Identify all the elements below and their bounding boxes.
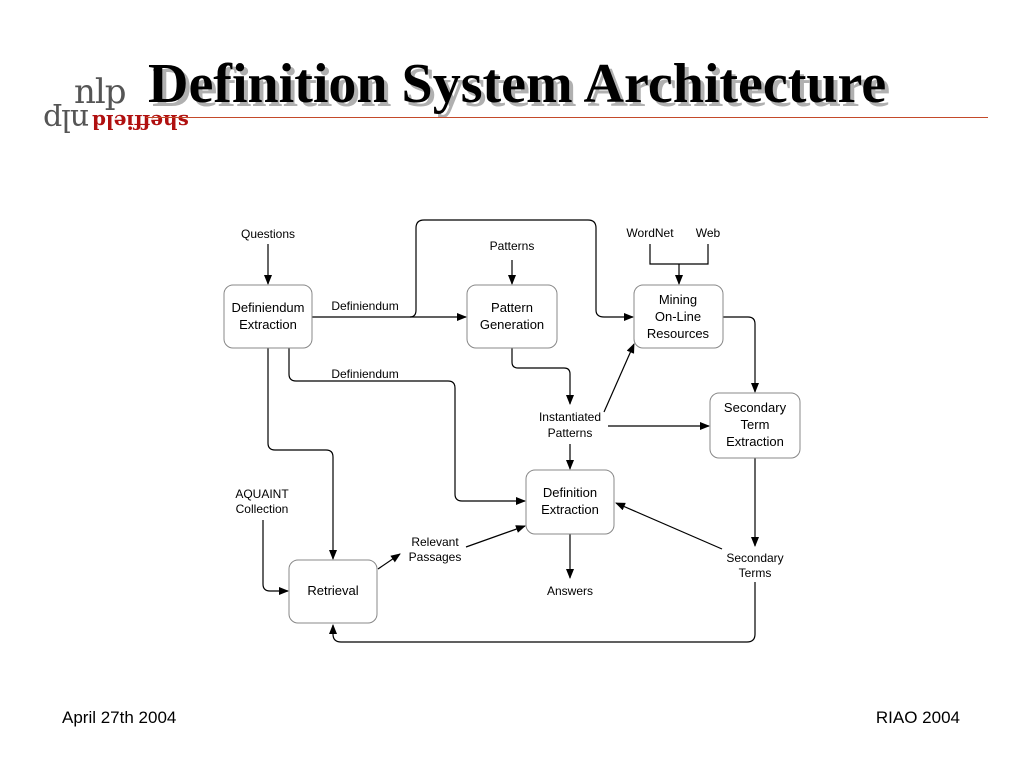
nlp-sheffield-logo: nlp nlp sheffield <box>44 72 214 144</box>
label-instantiated-line1: Instantiated <box>539 410 601 424</box>
label-instantiated-line2: Patterns <box>548 426 593 440</box>
secondary-term-extraction-line1: Secondary <box>724 400 787 415</box>
box-definition-extraction <box>525 469 615 535</box>
label-aquaint: AQUAINT <box>235 487 289 501</box>
label-terms: Terms <box>739 566 772 580</box>
definition-extraction-line1: Definition <box>543 485 597 500</box>
logo-nlp-text: nlp <box>74 72 127 112</box>
arrow-collection-to-retrieval <box>262 520 289 595</box>
label-relevant: Relevant <box>411 535 459 549</box>
title-underline <box>146 117 988 118</box>
definiendum-extraction-line2: Extraction <box>239 317 297 332</box>
label-answers: Answers <box>547 584 593 598</box>
label-passages: Passages <box>409 550 462 564</box>
label-definiendum-lower: Definiendum <box>331 367 398 381</box>
mining-line2: On-Line <box>655 309 701 324</box>
footer-date: April 27th 2004 <box>62 708 177 727</box>
pattern-generation-line1: Pattern <box>491 300 533 315</box>
mining-line1: Mining <box>659 292 697 307</box>
arrow-secondary-terms-to-retrieval <box>329 582 756 643</box>
arrow-definiendum-to-definition-extraction <box>288 348 526 505</box>
label-collection: Collection <box>236 502 289 516</box>
label-questions: Questions <box>241 227 295 241</box>
arrow-instantiated-to-mining <box>603 343 635 413</box>
box-mining-resources <box>633 284 724 349</box>
label-secondary: Secondary <box>726 551 783 565</box>
arrow-retrieval-to-relevant-passages <box>377 553 401 570</box>
footer-conference: RIAO 2004 <box>875 708 960 727</box>
pattern-generation-line2: Generation <box>480 317 544 332</box>
arrow-mining-to-secondary-term-extraction <box>723 316 759 393</box>
arrow-definiendum-to-mining <box>409 219 634 321</box>
definiendum-extraction-line1: Definiendum <box>232 300 305 315</box>
secondary-term-extraction-line3: Extraction <box>726 434 784 449</box>
box-pattern-generation <box>466 284 558 349</box>
box-secondary-term-extraction <box>709 392 801 459</box>
definition-extraction-line2: Extraction <box>541 502 599 517</box>
arrow-secondary-terms-to-definition-extraction <box>615 502 723 550</box>
label-wordnet: WordNet <box>626 226 674 240</box>
label-definiendum-upper: Definiendum <box>331 299 398 313</box>
mining-line3: Resources <box>647 326 710 341</box>
bracket-wordnet-web <box>649 244 709 265</box>
label-patterns: Patterns <box>490 239 535 253</box>
retrieval-label: Retrieval <box>307 583 358 598</box>
slide-title: Definition System Architecture <box>148 53 887 115</box>
arrow-pattern-generation-to-instantiated <box>511 348 574 405</box>
box-retrieval <box>288 559 378 624</box>
arrow-relevant-passages-to-definition-extraction <box>465 525 526 548</box>
arrow-definiendum-to-retrieval <box>267 348 337 560</box>
label-web: Web <box>696 226 721 240</box>
secondary-term-extraction-line2: Term <box>741 417 770 432</box>
box-definiendum-extraction <box>223 284 313 349</box>
